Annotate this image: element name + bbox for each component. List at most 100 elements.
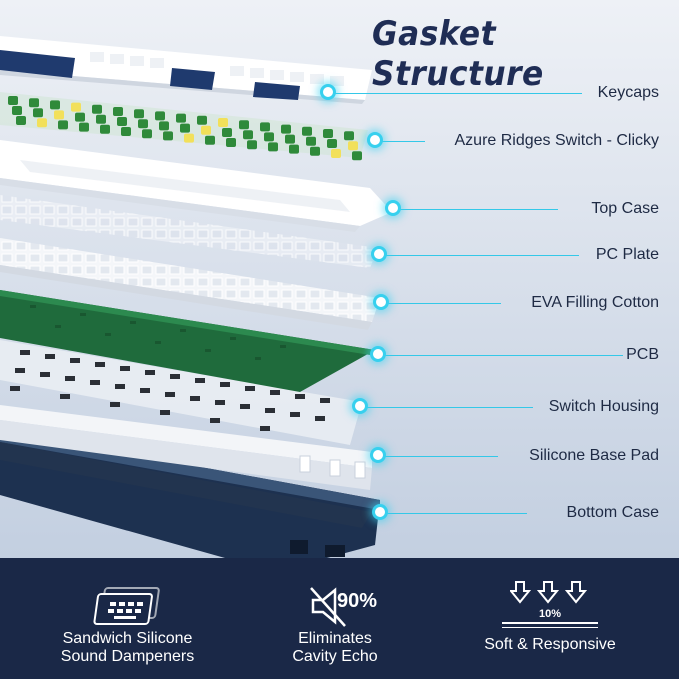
switch-stem <box>75 112 85 122</box>
switch-stem <box>54 110 64 120</box>
switch-stem <box>310 146 320 156</box>
top-case-callout-line <box>398 209 558 210</box>
switch-stem <box>134 109 144 119</box>
switch-stem <box>243 130 253 140</box>
silicone-pad-callout-dot <box>370 447 386 463</box>
label-silicone-pad: Silicone Base Pad <box>529 447 659 464</box>
keycaps-layer <box>0 50 365 104</box>
switch-stem <box>50 100 60 110</box>
label-keycaps: Keycaps <box>597 84 659 101</box>
label-top-case: Top Case <box>591 200 659 217</box>
bottom-case-callout-line <box>385 513 527 514</box>
switch-stem <box>100 124 110 134</box>
sandwich-layers-icon <box>92 587 160 625</box>
switch-stem <box>239 120 249 130</box>
feature-bar: Sandwich Silicone Sound Dampeners 90% El… <box>0 558 679 679</box>
label-pc-plate: PC Plate <box>595 246 659 263</box>
switch-stem <box>247 140 257 150</box>
label-switch-housing: Switch Housing <box>548 398 659 415</box>
switch-stem <box>205 135 215 145</box>
switch-stem <box>16 116 26 125</box>
soft-badge: 10% <box>538 608 562 620</box>
switch-stem <box>163 131 173 141</box>
eva-callout-line <box>386 303 501 304</box>
switch-housing-layer <box>0 340 362 445</box>
pcb-callout-line <box>383 355 623 356</box>
switch-stem <box>331 149 341 158</box>
switch-stem <box>29 98 39 108</box>
top-case-layer <box>0 160 360 232</box>
switch-housing-callout-line <box>365 407 533 408</box>
switch-stem <box>37 118 47 128</box>
feature-sandwich-line1: Sandwich Silicone <box>62 630 193 647</box>
eva-cotton-layer <box>0 238 380 330</box>
muted-speaker-icon <box>310 587 346 627</box>
switch-stem <box>344 131 354 141</box>
switch-callout-line <box>380 141 425 142</box>
switch-stem <box>222 128 232 137</box>
switch-stem <box>117 117 127 126</box>
exploded-view: Gasket Structure Keycaps Azure Ridges Sw… <box>0 14 660 558</box>
switch-stem <box>113 107 123 116</box>
page-title: Gasket Structure <box>372 14 544 94</box>
pc-plate-callout-line <box>384 255 579 256</box>
switch-stem <box>71 102 81 112</box>
switch-stem <box>155 111 165 121</box>
top-case-callout-dot <box>385 200 401 216</box>
feature-soft: 10% Soft & Responsive <box>480 578 620 654</box>
switch-stem <box>218 118 228 127</box>
feature-echo: 90% Eliminates Cavity Echo <box>275 578 395 666</box>
echo-badge: 90% <box>337 590 378 612</box>
silicone-base-pad-layer <box>0 405 372 490</box>
switch-stem <box>197 115 207 125</box>
switch-callout-dot <box>367 132 383 148</box>
label-pcb: PCB <box>626 346 659 363</box>
switch-stem <box>176 113 186 123</box>
pcb-layer <box>0 290 375 392</box>
switch-stem <box>184 133 194 143</box>
label-eva: EVA Filling Cotton <box>531 294 659 311</box>
switch-stem <box>79 122 89 132</box>
switch-stem <box>260 122 270 132</box>
switch-stem <box>8 96 18 105</box>
switch-stem <box>226 138 236 147</box>
label-bottom-case: Bottom Case <box>566 504 659 521</box>
switch-stem <box>159 121 169 131</box>
bottom-case-callout-dot <box>372 504 388 520</box>
switch-stem <box>302 126 312 136</box>
switch-stem <box>348 141 358 151</box>
switch-stem <box>142 129 152 139</box>
switch-stem <box>201 125 211 135</box>
switch-stem <box>138 119 148 129</box>
feature-soft-line1: Soft & Responsive <box>484 636 616 653</box>
down-arrows-icon <box>510 581 588 604</box>
feature-sandwich-line2: Sound Dampeners <box>60 648 195 665</box>
switch-housing-callout-dot <box>352 398 368 414</box>
switch-stem <box>264 132 274 142</box>
switch-stem <box>92 104 102 114</box>
switch-stem <box>268 142 278 152</box>
switch-stem <box>33 108 43 118</box>
pc-plate-callout-dot <box>371 246 387 262</box>
switch-stem <box>352 151 362 161</box>
label-switch: Azure Ridges Switch - Clicky <box>454 132 660 149</box>
feature-sandwich: Sandwich Silicone Sound Dampeners <box>55 578 200 666</box>
switch-stem <box>285 134 295 144</box>
soft-underline <box>502 622 598 628</box>
switch-stem <box>121 127 131 136</box>
switch-stem <box>327 139 337 148</box>
switch-stem <box>306 136 316 146</box>
keycaps-callout-dot <box>320 84 336 100</box>
switch-stem <box>323 129 333 138</box>
feature-echo-line2: Cavity Echo <box>292 648 378 665</box>
switch-stem <box>96 114 106 124</box>
eva-callout-dot <box>373 294 389 310</box>
pcb-callout-dot <box>370 346 386 362</box>
switch-stem <box>12 106 22 115</box>
switch-stem <box>180 123 190 133</box>
switch-stem <box>289 144 299 154</box>
feature-echo-line1: Eliminates <box>298 630 372 647</box>
silicone-pad-callout-line <box>383 456 498 457</box>
switch-stem <box>58 120 68 130</box>
pc-plate-layer <box>0 195 378 268</box>
